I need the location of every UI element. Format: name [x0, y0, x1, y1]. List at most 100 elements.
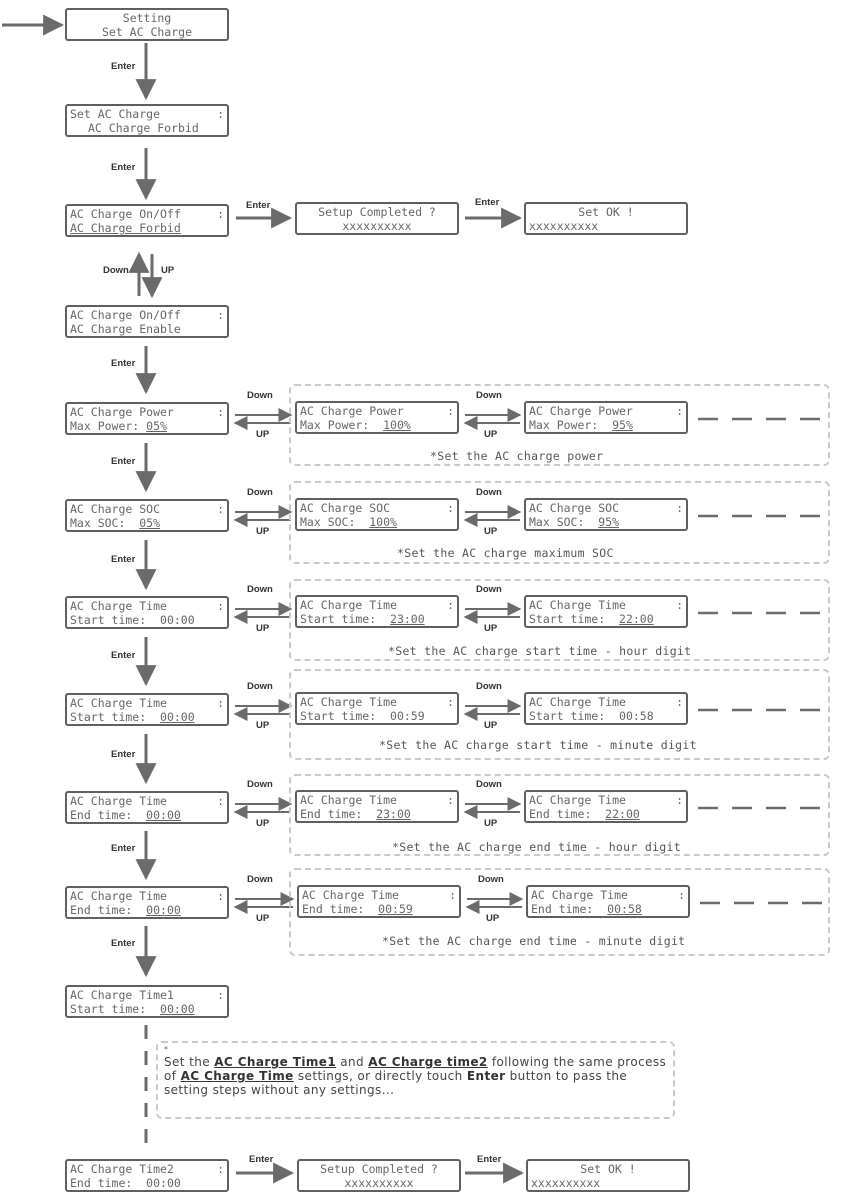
screen-colon: :: [217, 889, 224, 903]
screen-line-1: AC Charge Time: [529, 793, 626, 807]
screen-line-2: xxxxxxxxxx: [344, 1176, 414, 1190]
screen-colon: :: [217, 988, 224, 1002]
screen-colon: :: [447, 598, 454, 612]
note-power: *Set the AC charge power: [430, 449, 604, 463]
screen-line-1: AC Charge SOC: [70, 502, 161, 516]
up-label: UP: [256, 913, 270, 924]
note-soc: *Set the AC charge maximum SOC: [397, 546, 614, 560]
screen-colon: :: [217, 107, 224, 121]
screen-line-2-label: End time:: [302, 902, 379, 916]
screen-set-ok-1: Set OK ! xxxxxxxxxx: [524, 202, 688, 235]
down-label: Down: [476, 390, 502, 401]
screen-value: 95%: [612, 418, 633, 432]
screen-line-2-label: Start time:: [70, 613, 161, 627]
up-label: UP: [484, 526, 498, 537]
down-label: Down: [247, 779, 273, 790]
screen-colon: :: [676, 793, 683, 807]
screen-line-2-label: End time:: [70, 808, 147, 822]
screen-value: 00:00: [146, 808, 181, 822]
screen-line-2-label: End time:: [529, 807, 606, 821]
screen-n2: AC Charge Time:End time: 00:59: [297, 885, 461, 918]
screen-value: 00:58: [619, 709, 654, 723]
screen-line-1: AC Charge Power: [300, 404, 404, 418]
screen-line-1: AC Charge Time: [300, 598, 397, 612]
enter-label: Enter: [111, 749, 136, 760]
screen-value: 23:00: [376, 807, 411, 821]
screen-line-2-label: Max Power:: [529, 418, 613, 432]
screen-line-2-label: Start time:: [529, 709, 620, 723]
screen-colon: :: [676, 598, 683, 612]
screen-colon: :: [676, 695, 683, 709]
up-label: UP: [486, 913, 500, 924]
screen-line-1: AC Charge SOC: [300, 501, 391, 515]
screen-colon: :: [447, 793, 454, 807]
enter-label: Enter: [111, 650, 136, 661]
info-text-2: and: [336, 1055, 369, 1069]
screen-n3: AC Charge Time:End time: 00:58: [526, 885, 690, 918]
info-text-1: Set the: [164, 1055, 215, 1069]
down-label: Down: [247, 681, 273, 692]
screen-line-2-label: Start time:: [70, 1002, 161, 1016]
screen-m3: AC Charge Time: Start time: 00:58: [524, 692, 688, 725]
screen-line-2-label: Start time:: [529, 612, 620, 626]
screen-line-1: Set OK !: [578, 205, 634, 219]
screen-colon: :: [217, 308, 224, 322]
screen-line-1: AC Charge Time: [70, 599, 167, 613]
screen-value: 00:00: [146, 1176, 181, 1190]
down-label: Down: [247, 874, 273, 885]
info-text-5: button to pass the setting steps without…: [164, 1069, 628, 1097]
up-label: UP: [256, 429, 270, 440]
screen-line-2: xxxxxxxxxx: [342, 219, 412, 233]
note-start-minute: *Set the AC charge start time - minute d…: [379, 738, 697, 752]
screen-line-2-label: Max Power:: [70, 419, 147, 433]
screen-line-1: AC Charge Time: [529, 695, 626, 709]
up-label: UP: [256, 818, 270, 829]
down-label: Down: [476, 779, 502, 790]
up-label: UP: [256, 623, 270, 634]
screen-time2-end: AC Charge Time2: End time: 00:00: [65, 1159, 229, 1192]
screen-value: 00:59: [390, 709, 425, 723]
screen-value: 100%: [369, 515, 397, 529]
group-box-power: [289, 384, 830, 466]
screen-onoff-enable: AC Charge On/Off: AC Charge Enable: [65, 305, 229, 338]
down-label: Down: [247, 390, 273, 401]
enter-label: Enter: [111, 61, 136, 72]
screen-e3: AC Charge Time: End time: 22:00: [524, 790, 688, 823]
down-label: Down: [476, 681, 502, 692]
screen-colon: :: [217, 794, 224, 808]
screen-line-1: Setting: [122, 11, 172, 25]
screen-colon: :: [217, 207, 224, 221]
screen-line-2-label: End time:: [531, 902, 608, 916]
screen-colon: :: [676, 501, 683, 515]
screen-line-2: Set AC Charge: [101, 25, 192, 39]
screen-colon: :: [676, 404, 683, 418]
screen-line-1: AC Charge Time: [70, 794, 167, 808]
info-key-time2: AC Charge time2: [368, 1055, 488, 1069]
up-label: UP: [161, 265, 175, 276]
screen-colon: :: [447, 501, 454, 515]
screen-line-2-label: End time:: [300, 807, 377, 821]
screen-value: 22:00: [605, 807, 640, 821]
enter-label: Enter: [111, 456, 136, 467]
screen-line-2-label: Start time:: [300, 612, 391, 626]
screen-colon: :: [217, 502, 224, 516]
screen-line-1: AC Charge Time: [70, 696, 167, 710]
down-label: Down: [478, 874, 504, 885]
info-key-enter: Enter: [466, 1069, 506, 1083]
screen-value: 22:00: [619, 612, 654, 626]
enter-label: Enter: [477, 1154, 502, 1165]
screen-line-1: AC Charge Power: [70, 405, 174, 419]
info-key-time1: AC Charge Time1: [214, 1055, 337, 1069]
screen-colon: :: [217, 696, 224, 710]
screen-line-2-label: End time:: [70, 903, 147, 917]
group-box-start-minute: [289, 669, 830, 760]
info-asterisk: *: [164, 1045, 169, 1054]
screen-e2: AC Charge Time:End time: 23:00: [295, 790, 459, 823]
screen-e1: AC Charge Time: End time: 00:00: [65, 791, 229, 824]
screen-colon: :: [217, 599, 224, 613]
screen-t1: AC Charge Time:Start time: 00:00: [65, 596, 229, 629]
screen-line-2-label: Max SOC:: [300, 515, 370, 529]
down-label: Down: [476, 584, 502, 595]
screen-line-1: AC Charge Time1: [70, 988, 174, 1002]
